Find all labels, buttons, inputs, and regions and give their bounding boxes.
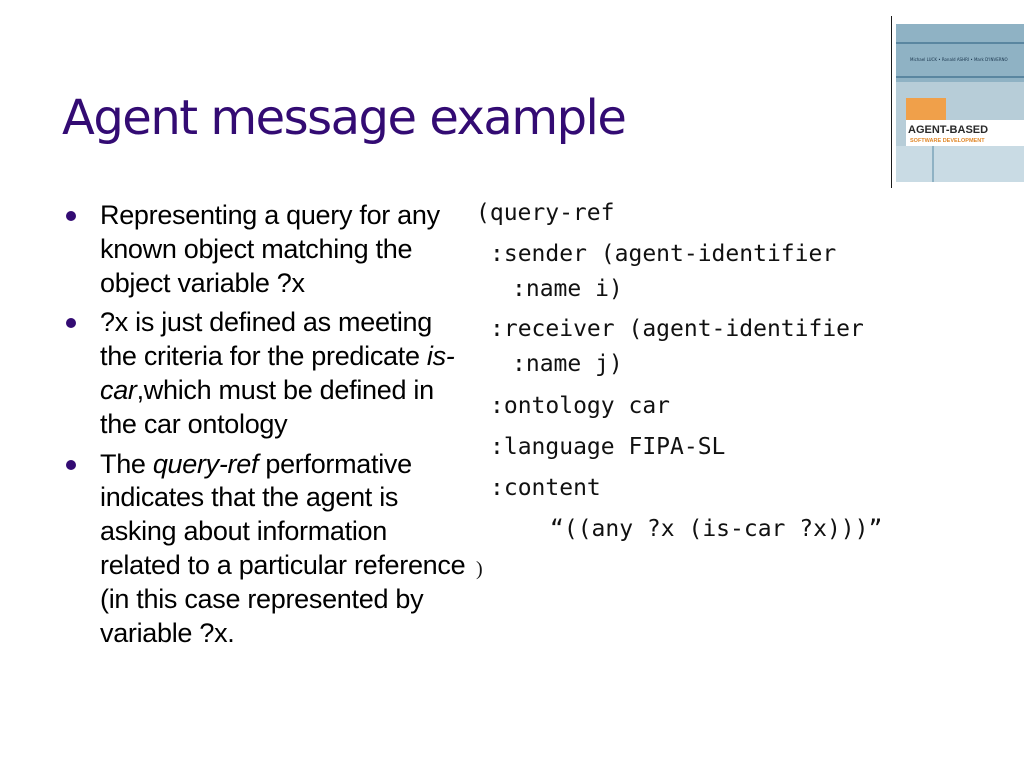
bullet-text: Representing a query for any known objec… — [100, 200, 440, 298]
code-line: :sender (agent-identifier — [490, 241, 837, 267]
cover-subtitle: SOFTWARE DEVELOPMENT — [910, 138, 985, 144]
bullet-italic-term: query-ref — [152, 448, 259, 479]
bullet-item: The query-ref performative indicates tha… — [62, 448, 472, 651]
bullet-text: The — [100, 448, 153, 479]
cover-authors: Michael LUCK • Ronald ASHRI • Mark D'INV… — [910, 57, 1008, 62]
code-line: ) — [476, 558, 483, 580]
bullet-text: ?x is just defined as meeting the criter… — [100, 307, 432, 372]
code-line: :ontology car — [490, 393, 671, 419]
cover-stripe — [932, 146, 934, 182]
bullet-italic-term: is-car — [100, 341, 455, 405]
code-line: :name i) — [512, 276, 623, 302]
book-cover-image: Michael LUCK • Ronald ASHRI • Mark D'INV… — [896, 24, 1024, 182]
cover-title: AGENT-BASED — [908, 124, 989, 136]
code-line: :receiver (agent-identifier — [490, 316, 864, 342]
slide-title: Agent message example — [62, 90, 627, 146]
code-line: :name j) — [512, 351, 623, 377]
bullet-dot-icon — [66, 459, 76, 470]
bullet-item: Representing a query for any known objec… — [62, 199, 472, 300]
bullet-text: performative indicates that the agent is… — [100, 448, 466, 648]
code-line: “((any ?x (is-car ?x)))” — [550, 516, 883, 542]
bullet-text: ,which must be defined in the car ontolo… — [100, 374, 434, 439]
code-line: (query-ref — [476, 200, 615, 226]
cover-lower-panel — [896, 146, 1024, 182]
code-line: :language FIPA-SL — [490, 434, 726, 460]
cover-title-band — [906, 120, 1024, 146]
bullet-dot-icon — [66, 318, 76, 329]
bullet-dot-icon — [66, 211, 76, 221]
cover-top-panel — [896, 24, 1024, 82]
code-block: (query-ref :sender (agent-identifier :na… — [476, 197, 882, 580]
cover-stripe — [896, 76, 1024, 78]
bullet-item: ?x is just defined as meeting the criter… — [62, 306, 472, 441]
bullet-list: Representing a query for any known objec… — [62, 199, 472, 656]
cover-divider — [891, 16, 892, 188]
cover-stripe — [896, 42, 1024, 44]
code-line: :content — [490, 475, 601, 501]
